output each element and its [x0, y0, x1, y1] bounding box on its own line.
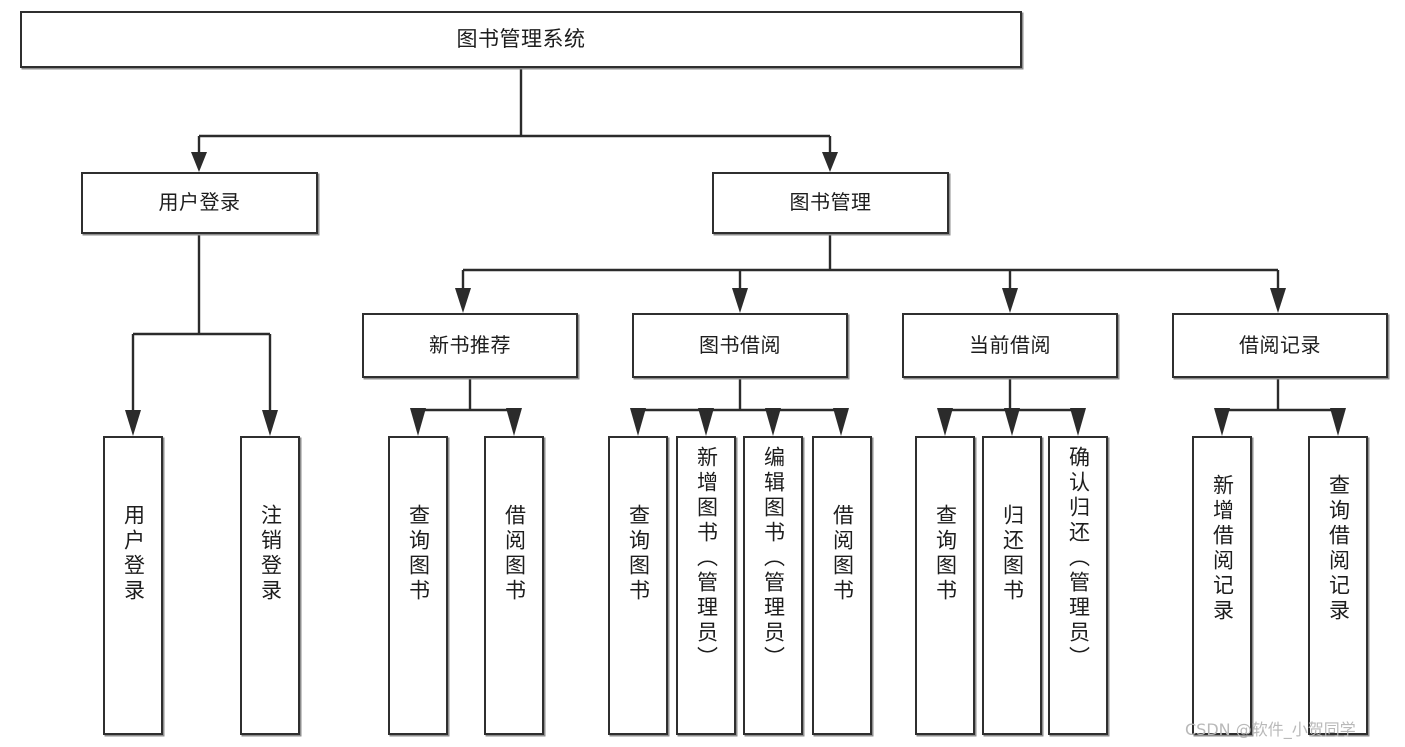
node-leaf-logout-login-label: 注销登录 [258, 504, 283, 604]
node-leaf-return-book-label: 归还图书 [1000, 504, 1025, 604]
node-leaf-confirm-return-label: 确认归还（管理员） [1066, 446, 1091, 671]
node-leaf-query-book-2[interactable]: 查询图书 [608, 436, 668, 735]
arrow-head-leaf-query-record [1330, 408, 1346, 436]
arrow-head-leaf-user-login [125, 410, 141, 436]
node-leaf-add-book-label: 新增图书（管理员） [694, 446, 719, 671]
node-user-login-label: 用户登录 [158, 190, 241, 215]
node-leaf-add-record[interactable]: 新增借阅记录 [1192, 436, 1252, 735]
node-borrow-record[interactable]: 借阅记录 [1172, 313, 1388, 378]
arrow-head-book-borrow [732, 288, 748, 313]
arrow-head-leaf-edit-book [765, 408, 781, 436]
node-root-label: 图书管理系统 [456, 27, 586, 52]
node-leaf-query-book-1-label: 查询图书 [406, 504, 431, 604]
node-leaf-query-book-1[interactable]: 查询图书 [388, 436, 448, 735]
arrow-head-leaf-query-book-2 [630, 408, 646, 436]
node-leaf-user-login-label: 用户登录 [121, 504, 146, 604]
node-leaf-edit-book[interactable]: 编辑图书（管理员） [743, 436, 803, 735]
arrow-head-leaf-add-record [1214, 408, 1230, 436]
node-borrow-record-label: 借阅记录 [1239, 332, 1321, 357]
node-leaf-query-book-3[interactable]: 查询图书 [915, 436, 975, 735]
node-leaf-borrow-book-2-label: 借阅图书 [830, 504, 855, 604]
node-book-management[interactable]: 图书管理 [712, 172, 949, 234]
arrow-head-current-borrow [1002, 288, 1018, 313]
node-leaf-borrow-book-2[interactable]: 借阅图书 [812, 436, 872, 735]
node-leaf-add-book[interactable]: 新增图书（管理员） [676, 436, 736, 735]
node-leaf-edit-book-label: 编辑图书（管理员） [761, 446, 786, 671]
node-leaf-user-login[interactable]: 用户登录 [103, 436, 163, 735]
node-current-borrow-label: 当前借阅 [969, 332, 1051, 357]
node-leaf-add-record-label: 新增借阅记录 [1210, 474, 1235, 624]
node-user-login[interactable]: 用户登录 [81, 172, 318, 234]
arrow-head-leaf-add-book [698, 408, 714, 436]
node-leaf-borrow-book-1-label: 借阅图书 [502, 504, 527, 604]
node-leaf-confirm-return[interactable]: 确认归还（管理员） [1048, 436, 1108, 735]
node-leaf-query-record[interactable]: 查询借阅记录 [1308, 436, 1368, 735]
arrow-head-leaf-query-book-1 [410, 408, 426, 436]
node-current-borrow[interactable]: 当前借阅 [902, 313, 1118, 378]
csdn-watermark: CSDN @软件_小贺同学 [1185, 720, 1356, 739]
node-new-book-recommend-label: 新书推荐 [429, 332, 511, 357]
node-leaf-query-book-2-label: 查询图书 [626, 504, 651, 604]
arrow-head-book-management [822, 152, 838, 172]
arrow-head-leaf-logout-login [262, 410, 278, 436]
node-leaf-logout-login[interactable]: 注销登录 [240, 436, 300, 735]
node-leaf-query-book-3-label: 查询图书 [933, 504, 958, 604]
node-root[interactable]: 图书管理系统 [20, 11, 1022, 68]
arrow-head-leaf-return-book [1004, 408, 1020, 436]
node-leaf-borrow-book-1[interactable]: 借阅图书 [484, 436, 544, 735]
node-leaf-query-record-label: 查询借阅记录 [1326, 474, 1351, 624]
arrow-head-leaf-query-book-3 [937, 408, 953, 436]
arrow-head-leaf-borrow-book-2 [833, 408, 849, 436]
arrow-head-borrow-record [1270, 288, 1286, 313]
arrow-head-user-login [191, 152, 207, 172]
node-book-borrow[interactable]: 图书借阅 [632, 313, 848, 378]
node-book-management-label: 图书管理 [789, 190, 872, 215]
node-leaf-return-book[interactable]: 归还图书 [982, 436, 1042, 735]
node-book-borrow-label: 图书借阅 [699, 332, 781, 357]
arrow-head-leaf-confirm-return [1070, 408, 1086, 436]
node-new-book-recommend[interactable]: 新书推荐 [362, 313, 578, 378]
arrow-head-leaf-borrow-book-1 [506, 408, 522, 436]
arrow-head-new-book-recommend [455, 288, 471, 313]
